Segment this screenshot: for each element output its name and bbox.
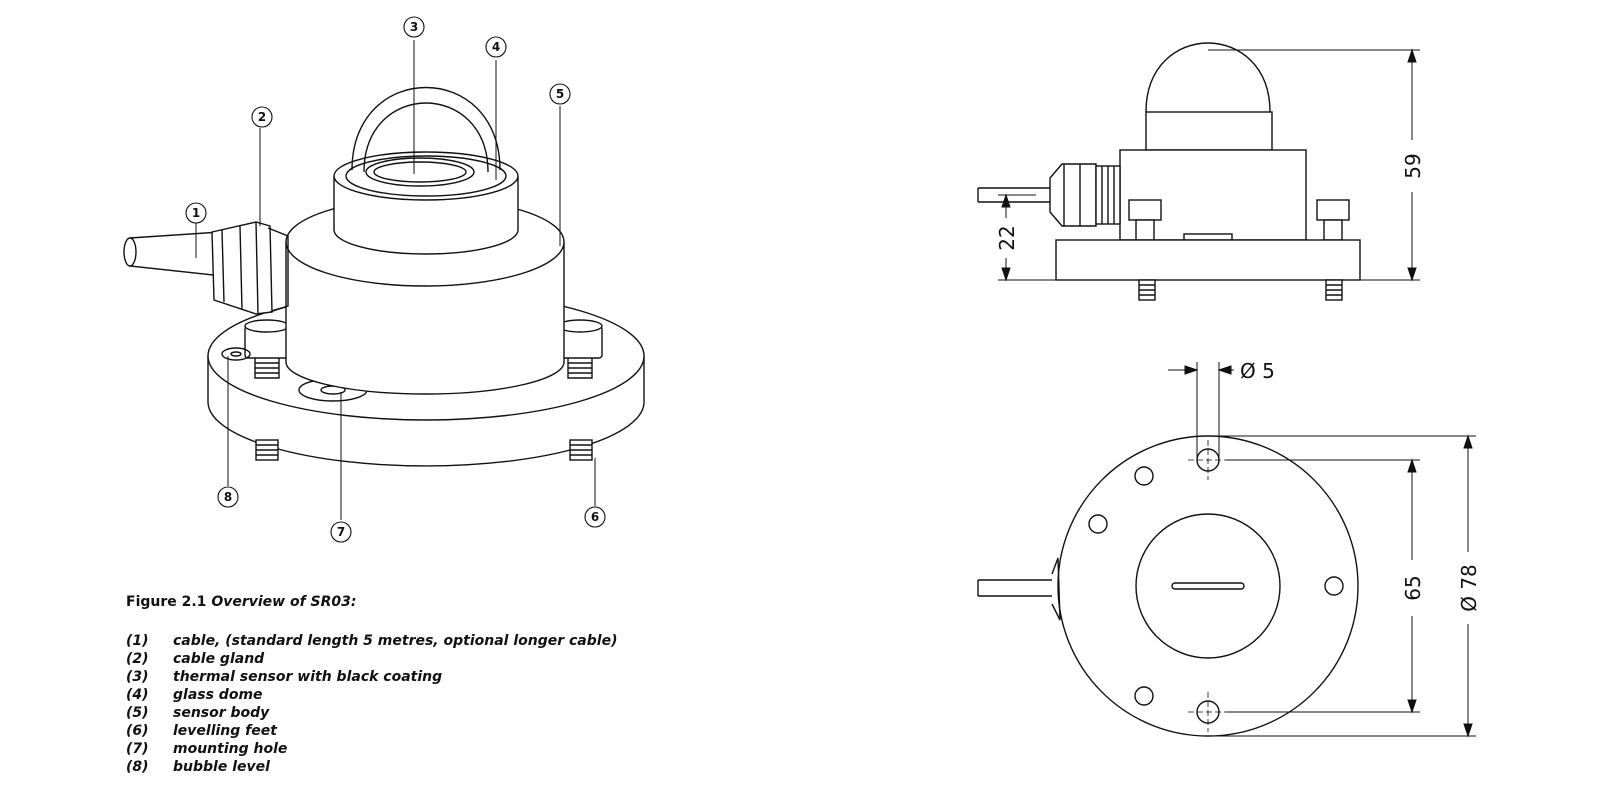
side-dimensions xyxy=(998,48,1420,282)
callout-1-label: 1 xyxy=(192,206,200,220)
side-dome xyxy=(1145,42,1271,113)
callout-4: 4 xyxy=(485,36,507,58)
top-view xyxy=(977,435,1359,737)
legend-text: mounting hole xyxy=(173,741,288,757)
callout-8: 8 xyxy=(217,486,239,508)
cable xyxy=(123,231,223,277)
legend-item: (7) mounting hole xyxy=(126,740,686,758)
levelling-foot-front-right xyxy=(569,439,593,461)
legend-item: (8) bubble level xyxy=(126,758,686,776)
side-gland xyxy=(1049,163,1121,227)
legend-text: glass dome xyxy=(173,687,263,703)
callout-3: 3 xyxy=(403,16,425,38)
legend-num: (8) xyxy=(126,759,149,775)
legend-list: (1) cable, (standard length 5 metres, opt… xyxy=(126,632,686,776)
callout-5: 5 xyxy=(549,83,571,105)
callout-8-label: 8 xyxy=(224,490,232,504)
top-cable xyxy=(977,579,1052,597)
callout-6: 6 xyxy=(584,506,606,528)
legend-item: (4) glass dome xyxy=(126,686,686,704)
dim-base-diameter: Ø 78 xyxy=(1457,564,1481,612)
levelling-foot-front-left xyxy=(255,439,279,461)
callout-leaders xyxy=(195,40,596,520)
callout-7-label: 7 xyxy=(337,525,345,539)
dim-height-total: 59 xyxy=(1401,153,1425,178)
legend-item: (5) sensor body xyxy=(126,704,686,722)
dim-height-cable: 22 xyxy=(995,225,1019,250)
legend-item: (6) levelling feet xyxy=(126,722,686,740)
legend-num: (6) xyxy=(126,723,149,739)
legend-item: (1) cable, (standard length 5 metres, opt… xyxy=(126,632,686,650)
levelling-foot-rear-right xyxy=(557,319,603,379)
top-gland xyxy=(1051,557,1061,621)
top-sensor-body xyxy=(1135,513,1281,659)
legend-num: (3) xyxy=(126,669,149,685)
dim-hole-spacing: 65 xyxy=(1401,575,1425,600)
cable-gland xyxy=(211,221,289,315)
top-hole-centerlines xyxy=(1188,440,1228,732)
side-bolt-right xyxy=(1316,199,1350,241)
glass-dome xyxy=(345,86,507,197)
legend-num: (5) xyxy=(126,705,149,721)
dim-hole-diameter: Ø 5 xyxy=(1240,359,1275,383)
callout-7: 7 xyxy=(330,521,352,543)
legend-item: (2) cable gland xyxy=(126,650,686,668)
callout-3-label: 3 xyxy=(410,20,418,34)
side-cable xyxy=(977,187,1052,203)
top-dimensions xyxy=(1168,362,1476,738)
figure-title-text: Overview of SR03: xyxy=(211,594,357,610)
side-base-plate xyxy=(1055,239,1361,281)
legend-item: (3) thermal sensor with black coating xyxy=(126,668,686,686)
legend-num: (4) xyxy=(126,687,149,703)
legend-text: cable gland xyxy=(173,651,265,667)
legend-text: sensor body xyxy=(173,705,270,721)
callout-1: 1 xyxy=(185,202,207,224)
legend-text: levelling feet xyxy=(173,723,277,739)
legend-num: (7) xyxy=(126,741,149,757)
legend-num: (1) xyxy=(126,633,149,649)
legend-text: bubble level xyxy=(173,759,270,775)
bubble-level xyxy=(221,347,251,361)
callout-2-label: 2 xyxy=(258,110,266,124)
callout-2: 2 xyxy=(251,106,273,128)
legend-num: (2) xyxy=(126,651,149,667)
figure-title: Figure 2.1 Overview of SR03: xyxy=(126,594,686,610)
legend-text: thermal sensor with black coating xyxy=(173,669,443,685)
figure-caption: Figure 2.1 Overview of SR03: (1) cable, (… xyxy=(126,594,686,776)
side-upper-ring xyxy=(1145,111,1273,151)
side-view xyxy=(977,42,1361,301)
callout-5-label: 5 xyxy=(556,87,564,101)
legend-text: cable, (standard length 5 metres, option… xyxy=(173,633,618,649)
figure-label: Figure 2.1 xyxy=(126,594,207,610)
side-feet xyxy=(1138,279,1343,301)
callout-4-label: 4 xyxy=(492,40,500,54)
thermal-sensor xyxy=(365,157,475,187)
isometric-view xyxy=(123,86,645,467)
callout-6-label: 6 xyxy=(591,510,599,524)
top-slot xyxy=(1171,582,1245,590)
